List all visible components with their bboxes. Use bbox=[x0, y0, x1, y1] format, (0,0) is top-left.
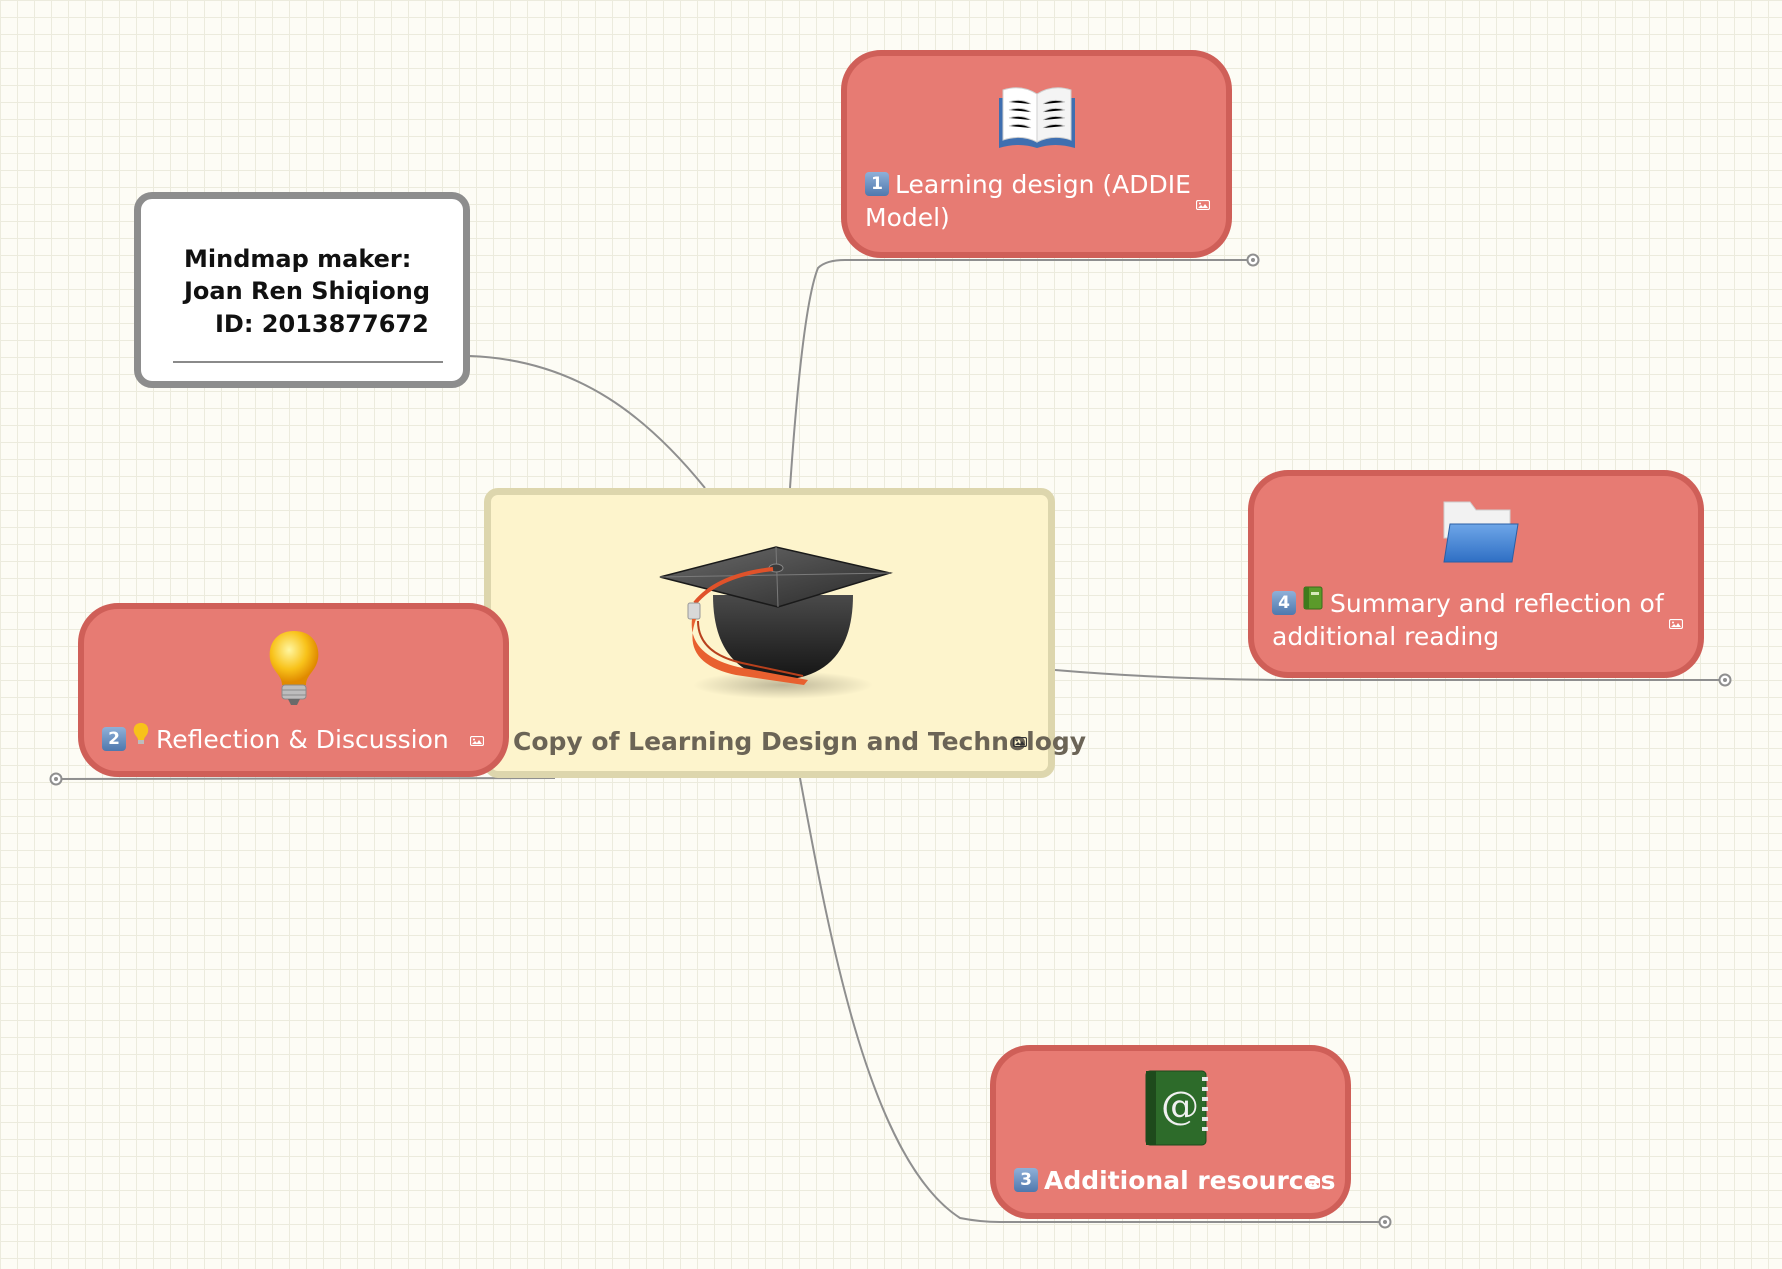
number-4-badge: 4 bbox=[1272, 591, 1296, 615]
connector-resources bbox=[799, 777, 1384, 1223]
topic-summary-label: 4 Summary and reflection of additional re… bbox=[1272, 586, 1672, 653]
image-attachment-icon[interactable] bbox=[1306, 1178, 1320, 1188]
topic-learning-design-line-1: Learning design (ADDIE bbox=[895, 170, 1191, 199]
central-topic[interactable]: Copy of Learning Design and Technology bbox=[484, 488, 1086, 778]
connector-summary bbox=[1054, 669, 1724, 681]
number-3-badge: 3 bbox=[1014, 1168, 1038, 1192]
note-line-2: Joan Ren Shiqiong bbox=[184, 277, 431, 305]
address-book-icon: @ bbox=[1145, 1070, 1208, 1146]
topic-reflection-text: Reflection & Discussion bbox=[156, 725, 449, 754]
topic-learning-design-line-2: Model) bbox=[865, 203, 950, 232]
connector-reflection bbox=[55, 777, 556, 780]
note-line-1: Mindmap maker: bbox=[184, 245, 412, 273]
image-attachment-icon[interactable] bbox=[1013, 737, 1027, 747]
number-1-badge: 1 bbox=[865, 172, 889, 196]
connector-learning-design bbox=[789, 259, 1252, 489]
note-divider bbox=[173, 361, 443, 363]
topic-summary-line-2: additional reading bbox=[1272, 622, 1500, 651]
topic-summary-line-1: Summary and reflection of bbox=[1330, 589, 1664, 618]
image-attachment-icon[interactable] bbox=[1196, 200, 1210, 210]
topic-reflection-label: 2 Reflection & Discussion bbox=[102, 722, 462, 756]
image-attachment-icon[interactable] bbox=[470, 736, 484, 746]
topic-resources-text: Additional resources bbox=[1044, 1166, 1336, 1195]
open-book-icon bbox=[999, 87, 1075, 148]
note-topic[interactable]: Mindmap maker: Joan Ren Shiqiong ID: 201… bbox=[134, 192, 470, 388]
light-bulb-icon bbox=[269, 631, 319, 705]
small-light-bulb-icon bbox=[133, 723, 149, 744]
central-topic-label: Copy of Learning Design and Technology bbox=[513, 727, 1087, 756]
topic-summary-reflection[interactable]: 4 Summary and reflection of additional re… bbox=[1248, 470, 1704, 678]
number-2-badge: 2 bbox=[102, 727, 126, 751]
green-book-icon bbox=[1303, 586, 1323, 610]
image-attachment-icon[interactable] bbox=[1669, 619, 1683, 629]
blue-folder-icon bbox=[1443, 501, 1519, 563]
graduation-cap-icon bbox=[659, 546, 893, 699]
note-line-3: ID: 2013877672 bbox=[215, 310, 429, 338]
svg-text:@: @ bbox=[1161, 1084, 1199, 1128]
topic-reflection-discussion[interactable]: 2 Reflection & Discussion bbox=[78, 603, 509, 777]
connector-note bbox=[469, 355, 706, 489]
